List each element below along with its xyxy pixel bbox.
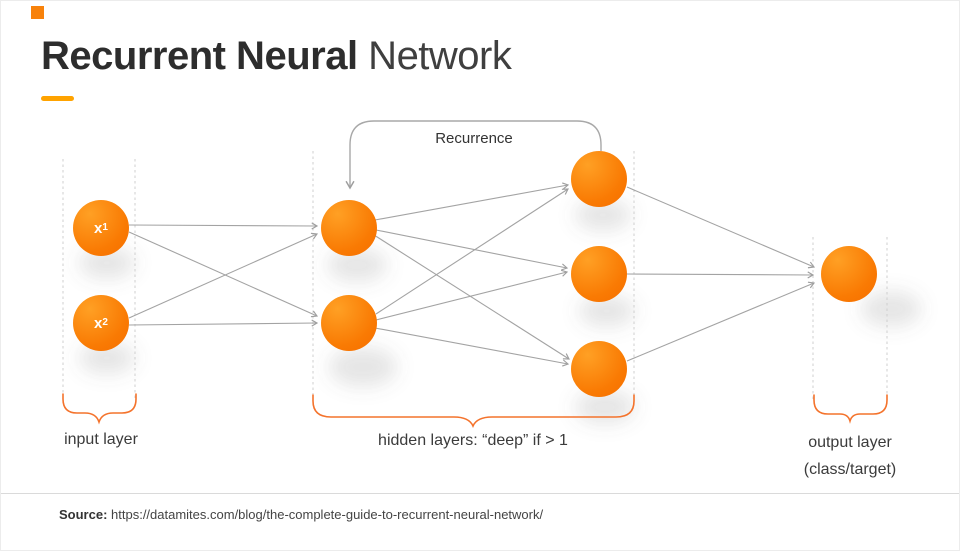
output-node xyxy=(821,246,877,302)
input-layer-label: input layer xyxy=(64,431,138,448)
output-layer-label: output layer xyxy=(808,434,892,451)
recurrence-label: Recurrence xyxy=(435,130,513,147)
title-light: Network xyxy=(357,34,512,78)
hidden-node-2-2 xyxy=(571,246,627,302)
accent-square xyxy=(31,6,44,19)
hidden-node-2-3 xyxy=(571,341,627,397)
hidden-layer-label: hidden layers: “deep” if > 1 xyxy=(378,432,568,449)
source-url: https://datamites.com/blog/the-complete-… xyxy=(107,507,544,522)
input-node-x1-label: x xyxy=(94,219,103,237)
title-underline xyxy=(41,96,74,101)
hidden-layer-brace xyxy=(312,394,635,428)
footer-divider xyxy=(1,493,959,494)
source-line: Source: https://datamites.com/blog/the-c… xyxy=(59,507,543,522)
hidden-node-2-1 xyxy=(571,151,627,207)
source-label: Source: xyxy=(59,507,108,522)
title-bold: Recurrent Neural xyxy=(41,34,358,78)
layer-guide-lines xyxy=(62,151,888,401)
recurrence-loop-arrow xyxy=(345,120,602,190)
input-layer-brace xyxy=(62,393,137,425)
layer-braces xyxy=(62,393,888,428)
hidden-node-1-1 xyxy=(321,200,377,256)
page-title: Recurrent Neural Network xyxy=(41,34,512,79)
input-node-x2-label: x xyxy=(94,314,103,332)
connection-arrows xyxy=(128,182,816,367)
output-layer-sublabel: (class/target) xyxy=(803,461,897,478)
hidden-node-1-2 xyxy=(321,295,377,351)
output-layer-brace xyxy=(813,394,888,424)
